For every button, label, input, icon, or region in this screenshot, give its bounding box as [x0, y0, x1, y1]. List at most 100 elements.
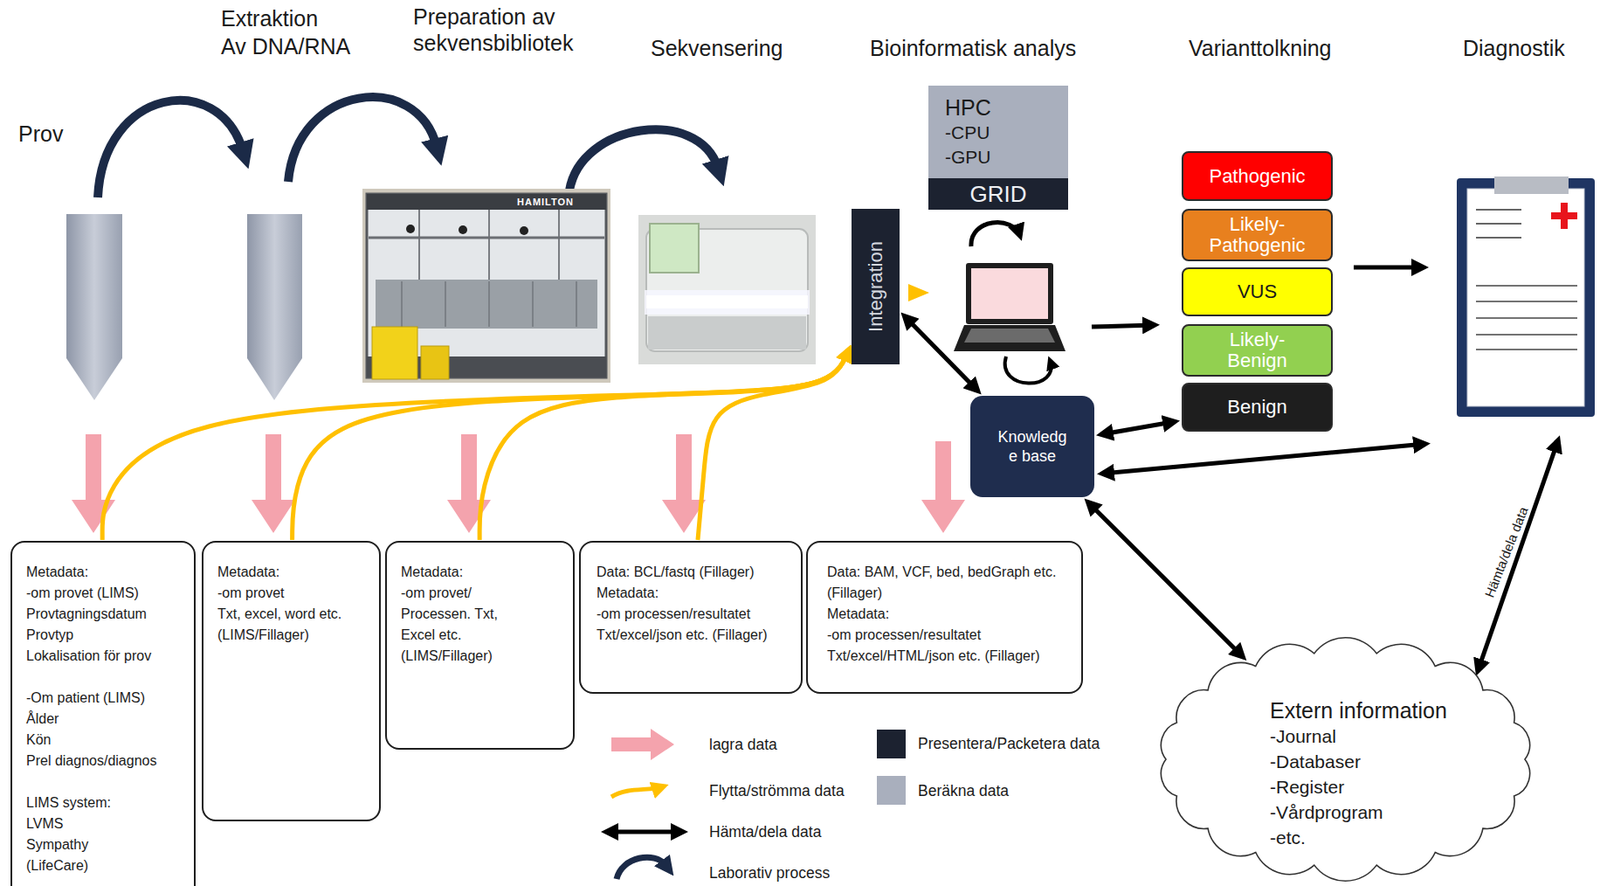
node-text: -om processen/resultatet: [596, 603, 751, 625]
node-text: Txt, excel, word etc.: [217, 603, 342, 625]
legend-store-sample: [611, 728, 675, 760]
store-data-arrow: [251, 434, 296, 533]
metadata-box: Metadata:-om provetTxt, excel, word etc.…: [201, 540, 381, 821]
lab-process-arrow: [288, 96, 437, 182]
step-heading: Sekvensering: [650, 34, 783, 62]
robot-rail: [368, 236, 605, 240]
node-text: Excel etc.: [400, 624, 462, 646]
node-text: LVMS: [26, 813, 63, 835]
step-heading: Varianttolkning: [1188, 34, 1332, 62]
node-text: Lokalisation för prov: [26, 645, 152, 667]
node-text: Knowledg e base: [993, 427, 1071, 466]
paper-line: [1475, 317, 1578, 319]
cycle-arrow: [1005, 356, 1052, 384]
node-text: -etc.: [1269, 824, 1306, 850]
node-text: -Register: [1269, 773, 1345, 800]
node-text: Metadata:: [596, 582, 659, 604]
node-text: Provtagningsdatum: [26, 603, 147, 625]
node-text: Likely- Pathogenic: [1202, 213, 1312, 256]
clipboard-paper: [1467, 188, 1585, 407]
legend-text: lagra data: [709, 734, 778, 754]
node-text: Benign: [1227, 396, 1288, 418]
node-text: Metadata:: [400, 561, 463, 583]
metadata-box: Metadata:-om provet/Processen. Txt,Excel…: [385, 540, 575, 750]
light-band: [646, 295, 808, 309]
legend-stream-sample: [611, 786, 664, 797]
node-text: (LIMS/Fillager): [217, 624, 310, 646]
node-text: Extern information: [1269, 696, 1448, 724]
laptop-screen: [971, 268, 1049, 319]
external-info-cloud: Extern information-Journal-Databaser-Reg…: [1150, 635, 1541, 883]
photo-background: [638, 214, 816, 365]
node-text: Ålder: [26, 708, 59, 730]
node-text: -CPU: [944, 120, 990, 145]
integration-bar: Integration: [851, 208, 900, 365]
legend-text: Flytta/strömma data: [709, 780, 845, 800]
node-text: Prel diagnos/diagnos: [26, 750, 157, 772]
connector: [697, 349, 849, 540]
robot-knob: [458, 225, 468, 235]
start-label: Prov: [18, 120, 63, 147]
paper-line: [1475, 300, 1578, 303]
legend-text: Laborativ process: [709, 862, 830, 883]
connector: [1088, 502, 1243, 657]
classification-box: Pathogenic: [1181, 151, 1333, 201]
node-text: Kön: [26, 729, 51, 751]
store-data-arrow: [71, 434, 966, 533]
classification-box: VUS: [1181, 267, 1333, 317]
paper-line: [1475, 208, 1522, 211]
node-text: -Databaser: [1269, 748, 1361, 774]
classification-box: Likely- Benign: [1181, 324, 1333, 377]
laptop-base: [953, 324, 1066, 352]
flow-arrow: [1353, 265, 1424, 270]
node-text: Metadata:: [827, 603, 890, 625]
node-text: (LifeCare): [26, 855, 89, 876]
node-text: -om provet: [217, 582, 284, 604]
share-arrow: [1102, 443, 1426, 474]
sample-tube: [247, 213, 303, 400]
classification-box: Likely- Pathogenic: [1181, 208, 1333, 262]
node-text: Txt/excel/HTML/json etc. (Fillager): [827, 645, 1041, 667]
lab-process-arrow: [97, 100, 243, 198]
metadata-box: Metadata:-om provet (LIMS)Provtagningsda…: [10, 540, 196, 886]
legend-share-sample: [606, 829, 683, 835]
sample-tube: [66, 213, 303, 400]
flow-arrow: [1091, 324, 1155, 327]
red-cross: [1551, 212, 1578, 220]
connector: [479, 349, 849, 540]
node-text: -om processen/resultatet: [827, 624, 981, 646]
node-text: Provtyp: [26, 624, 74, 646]
legend-text: Hämta/dela data: [709, 821, 821, 842]
step-heading: Diagnostik: [1462, 34, 1566, 62]
step-heading: Preparation av sekvensbibliotek: [413, 3, 588, 56]
node-text: Pathogenic: [1208, 165, 1305, 187]
legend-sample: [606, 728, 683, 879]
node-text: Metadata:: [217, 561, 280, 583]
hpc-box: HPC-CPU-GPU: [928, 85, 1069, 179]
node-text: -om provet/: [400, 582, 472, 604]
brand-label: HAMILTON: [517, 195, 574, 208]
step-heading: Av DNA/RNA: [220, 33, 351, 60]
legend-lab-sample: [616, 856, 666, 879]
stream-arrowhead: [908, 283, 930, 302]
node-text: HPC: [944, 94, 992, 121]
classification-box: Benign: [1181, 382, 1333, 432]
store-data-arrow: [71, 434, 116, 533]
glass-frame: [558, 209, 560, 289]
step-heading: Bioinformatisk analys: [869, 34, 1076, 62]
deck-slat: [575, 281, 578, 327]
paper-line: [1475, 222, 1522, 225]
glass-frame: [488, 209, 490, 289]
node-text: Data: BCL/fastq (Fillager): [596, 561, 755, 583]
deck-slat: [531, 281, 534, 327]
node-text: Metadata:: [26, 561, 89, 583]
sample-tube: [66, 213, 123, 400]
robot-top-strip: [366, 193, 607, 210]
light-band-glow: [644, 289, 810, 315]
sequencer-base: [648, 316, 807, 350]
clipboard-clip: [1494, 176, 1569, 194]
pipetting-robot-photo: [362, 188, 611, 383]
compute-cycle-arrow: [971, 222, 1021, 247]
laptop-icon: [953, 262, 1066, 352]
node-text: -Journal: [1269, 723, 1337, 749]
